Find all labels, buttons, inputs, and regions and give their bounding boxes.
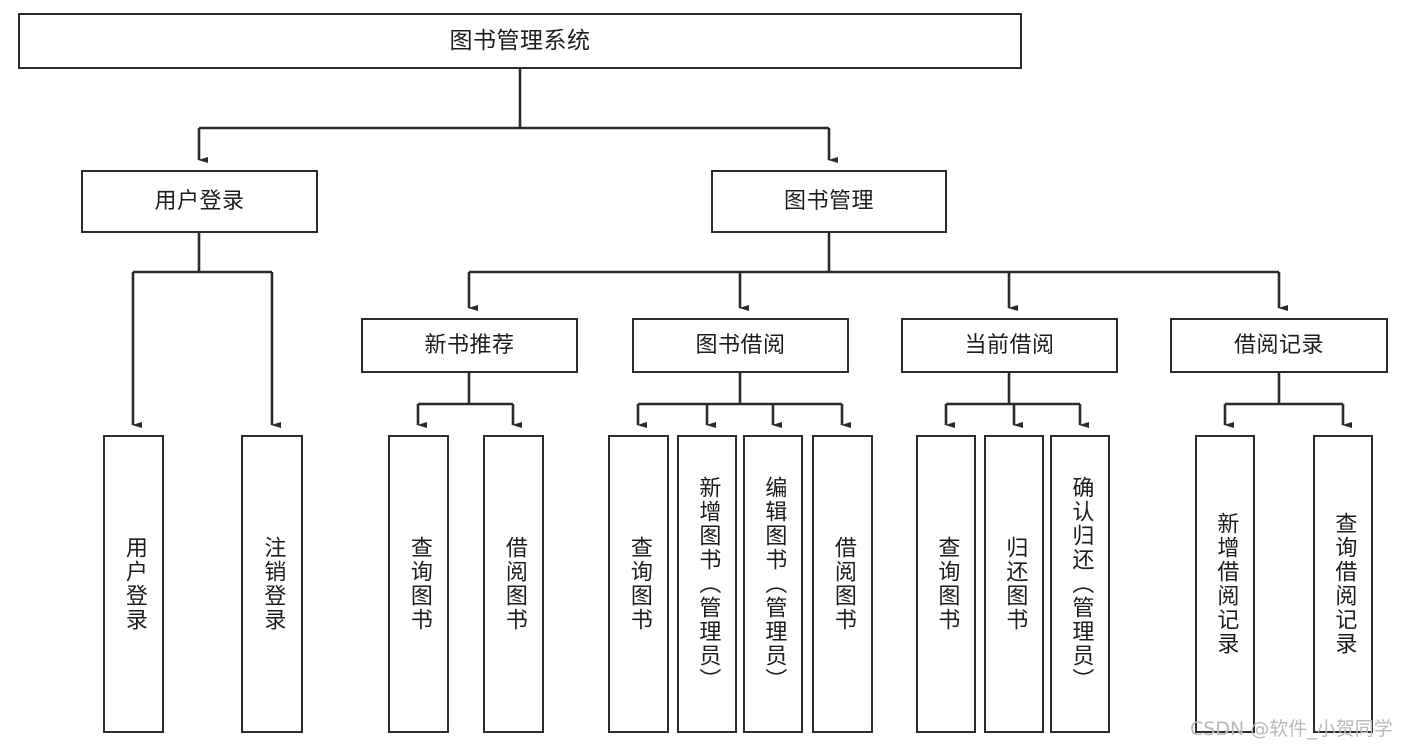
node-borrow-record[interactable]: 借阅记录 [1170,318,1388,373]
leaf-borrow-record-query-record[interactable]: 查询借阅记录 [1313,435,1373,733]
node-label: 图书管理 [783,188,874,214]
node-label: 用户登录 [121,536,147,632]
leaf-current-borrow-confirm-return-admin[interactable]: 确认归还（管理员） [1050,435,1110,733]
leaf-book-borrow-query-book[interactable]: 查询图书 [608,435,669,733]
node-current-borrow[interactable]: 当前借阅 [901,318,1118,373]
leaf-user-login-logout[interactable]: 注销登录 [241,435,303,733]
node-label: 确认归还（管理员） [1068,476,1094,692]
node-label: 新增借阅记录 [1213,512,1239,656]
node-label: 新书推荐 [424,332,515,358]
node-book-management[interactable]: 图书管理 [711,170,947,233]
node-label: 当前借阅 [964,332,1055,358]
node-new-book-recommend[interactable]: 新书推荐 [361,318,578,373]
node-label: 借阅图书 [830,536,856,632]
node-book-borrow[interactable]: 图书借阅 [632,318,849,373]
leaf-book-borrow-borrow-book[interactable]: 借阅图书 [812,435,873,733]
node-label: 查询图书 [406,536,432,632]
node-label: 借阅记录 [1233,332,1324,358]
node-label: 归还图书 [1002,536,1028,632]
leaf-current-borrow-query-book[interactable]: 查询图书 [916,435,976,733]
leaf-user-login-login[interactable]: 用户登录 [103,435,164,733]
node-label: 借阅图书 [501,536,527,632]
leaf-borrow-record-add-record[interactable]: 新增借阅记录 [1195,435,1255,733]
leaf-book-borrow-edit-book-admin[interactable]: 编辑图书（管理员） [743,435,803,733]
node-label: 编辑图书（管理员） [761,476,787,692]
node-root-book-management-system[interactable]: 图书管理系统 [18,13,1022,69]
leaf-current-borrow-return-book[interactable]: 归还图书 [984,435,1044,733]
node-label: 查询图书 [626,536,652,632]
node-label: 用户登录 [154,188,245,214]
node-label: 查询借阅记录 [1331,512,1357,656]
leaf-book-borrow-add-book-admin[interactable]: 新增图书（管理员） [677,435,737,733]
node-label: 图书管理系统 [449,27,591,54]
node-label: 新增图书（管理员） [695,476,721,692]
leaf-new-book-query-book[interactable]: 查询图书 [388,435,449,733]
csdn-watermark: CSDN @软件_小贺同学 [1190,718,1393,740]
node-user-login[interactable]: 用户登录 [81,170,318,233]
node-label: 图书借阅 [695,332,786,358]
leaf-new-book-borrow-book[interactable]: 借阅图书 [483,435,544,733]
node-label: 注销登录 [260,536,286,632]
node-label: 查询图书 [934,536,960,632]
